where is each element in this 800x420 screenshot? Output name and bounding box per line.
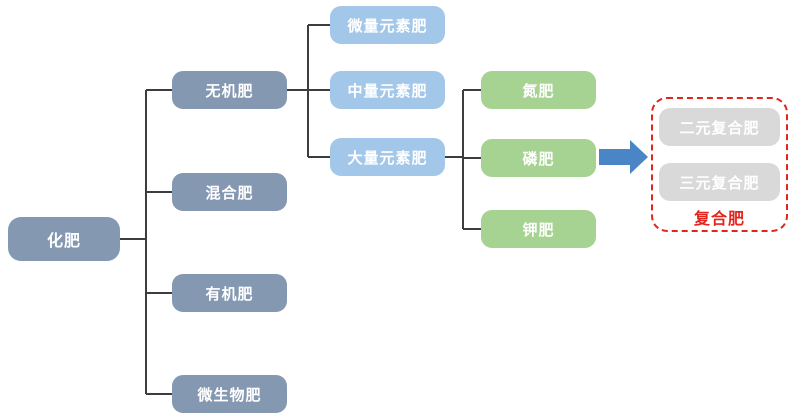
node-microbial-fertilizer: 微生物肥 <box>172 375 287 413</box>
flow-arrow-icon <box>599 140 648 174</box>
node-medium-element-fertilizer: 中量元素肥 <box>330 71 445 109</box>
node-potassium-fertilizer: 钾肥 <box>481 210 596 248</box>
node-macro-element-fertilizer: 大量元素肥 <box>330 138 445 176</box>
node-trace-element-fertilizer: 微量元素肥 <box>330 6 445 44</box>
node-inorganic-fertilizer: 无机肥 <box>172 71 287 109</box>
node-binary-compound-fertilizer: 二元复合肥 <box>659 108 780 146</box>
compound-fertilizer-group: 二元复合肥 三元复合肥 复合肥 <box>651 97 788 232</box>
compound-group-caption: 复合肥 <box>693 211 745 228</box>
node-phosphate-fertilizer: 磷肥 <box>481 139 596 177</box>
tree-connectors <box>120 24 481 395</box>
node-mixed-fertilizer: 混合肥 <box>172 173 287 211</box>
node-nitrogen-fertilizer: 氮肥 <box>481 71 596 109</box>
node-root-huafei: 化肥 <box>8 217 120 261</box>
node-organic-fertilizer: 有机肥 <box>172 274 287 312</box>
node-ternary-compound-fertilizer: 三元复合肥 <box>659 163 780 201</box>
